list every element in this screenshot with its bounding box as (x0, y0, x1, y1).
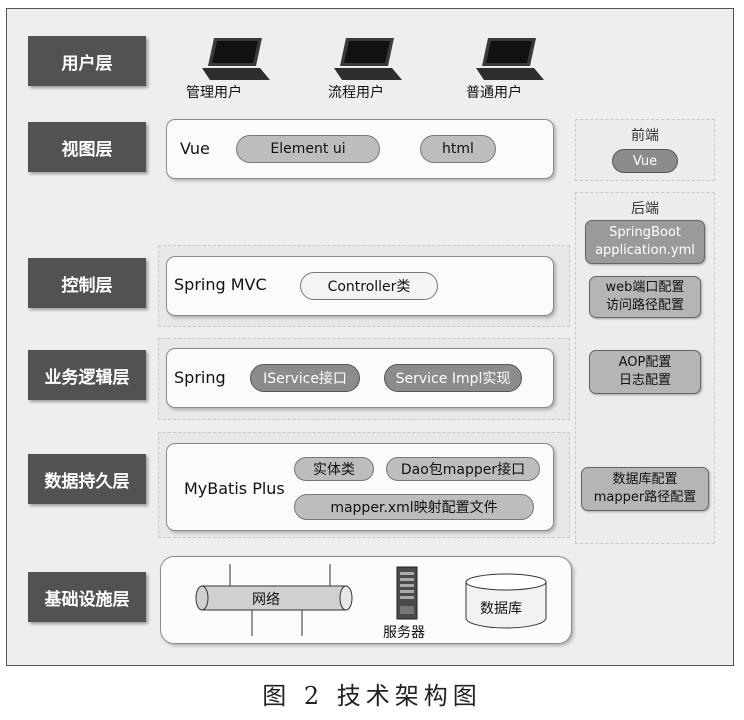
backend-db-config: 数据库配置 mapper路径配置 (581, 467, 709, 511)
backend-web-config-line1: web端口配置 (605, 280, 685, 295)
layer-persistence: 数据持久层 (28, 454, 146, 504)
view-item-element-ui: Element ui (236, 135, 380, 163)
backend-web-config-line2: 访问路径配置 (605, 298, 684, 313)
backend-db-config-line2: mapper路径配置 (593, 490, 697, 505)
backend-title: 后端 (631, 201, 659, 217)
business-item-service-impl: Service Impl实现 (384, 364, 522, 392)
figure-caption: 图 2 技术架构图 (262, 682, 482, 710)
backend-springboot-line2: application.yml (595, 243, 695, 258)
user-workflow: 流程用户 (328, 85, 384, 101)
business-panel-title: Spring (174, 368, 226, 387)
view-panel-title: Vue (180, 139, 210, 158)
layer-user: 用户层 (28, 36, 146, 86)
layer-infrastructure: 基础设施层 (28, 572, 146, 622)
view-item-html: html (420, 135, 496, 163)
network-label: 网络 (252, 592, 280, 608)
persistence-panel-title: MyBatis Plus (184, 479, 285, 498)
control-item-controller: Controller类 (300, 272, 438, 300)
database-label: 数据库 (480, 601, 522, 617)
database-icon (465, 573, 547, 629)
server-label: 服务器 (383, 625, 425, 641)
persistence-item-dao-mapper: Dao包mapper接口 (386, 457, 540, 481)
laptop-icon (334, 38, 402, 80)
backend-db-config-line1: 数据库配置 (612, 472, 678, 487)
network-pipe-icon (195, 564, 353, 636)
user-admin: 管理用户 (186, 85, 242, 101)
business-item-iservice: IService接口 (250, 364, 360, 392)
persistence-item-mapper-xml: mapper.xml映射配置文件 (294, 494, 534, 520)
persistence-item-entity: 实体类 (294, 457, 374, 481)
laptop-icon (476, 38, 544, 80)
layer-view: 视图层 (28, 122, 146, 172)
backend-web-config: web端口配置 访问路径配置 (589, 276, 701, 318)
backend-aop-config-line2: 日志配置 (618, 373, 671, 388)
backend-springboot-line1: SpringBoot (609, 225, 681, 240)
user-normal: 普通用户 (466, 85, 522, 101)
frontend-title: 前端 (631, 128, 659, 144)
frontend-vue: Vue (612, 149, 678, 173)
backend-aop-config-line1: AOP配置 (618, 355, 672, 370)
layer-control: 控制层 (28, 258, 146, 308)
control-panel-title: Spring MVC (174, 275, 267, 294)
backend-springboot: SpringBoot application.yml (585, 220, 705, 264)
backend-aop-config: AOP配置 日志配置 (589, 350, 701, 394)
layer-business: 业务逻辑层 (28, 350, 146, 400)
laptop-icon (202, 38, 270, 80)
server-icon (396, 566, 418, 620)
